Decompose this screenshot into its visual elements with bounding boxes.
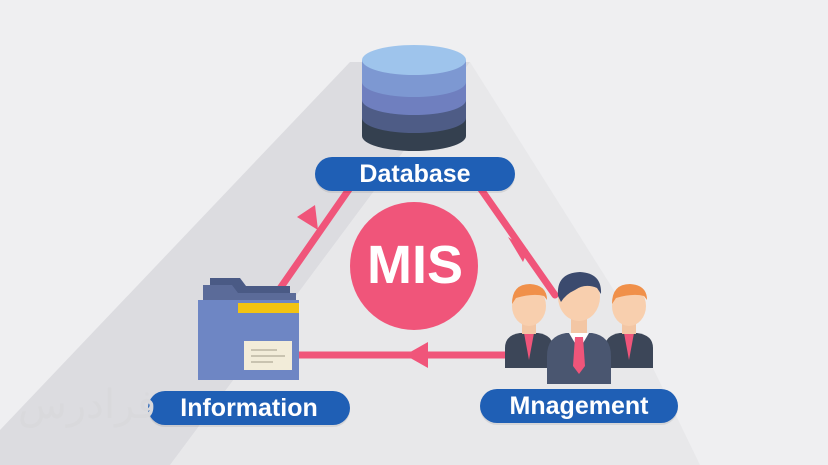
watermark-logo: فرادرس — [18, 382, 157, 428]
people-team-icon — [505, 272, 653, 384]
database-cylinder-icon — [362, 45, 466, 151]
arrow-up-icon — [297, 205, 318, 230]
person-left-icon — [505, 284, 553, 368]
management-label: Mnagement — [480, 389, 678, 423]
arrow-down-icon — [508, 237, 528, 262]
database-label: Database — [315, 157, 515, 191]
edge-information-to-database — [268, 181, 356, 304]
arrow-left-icon — [405, 342, 428, 368]
mis-center-label: MIS — [366, 235, 463, 295]
folder-document-icon — [198, 278, 299, 380]
edge-database-to-management — [474, 181, 559, 299]
mis-circle — [350, 202, 478, 330]
person-center-icon — [547, 272, 611, 384]
information-label: Information — [148, 391, 350, 425]
person-right-icon — [605, 284, 653, 368]
